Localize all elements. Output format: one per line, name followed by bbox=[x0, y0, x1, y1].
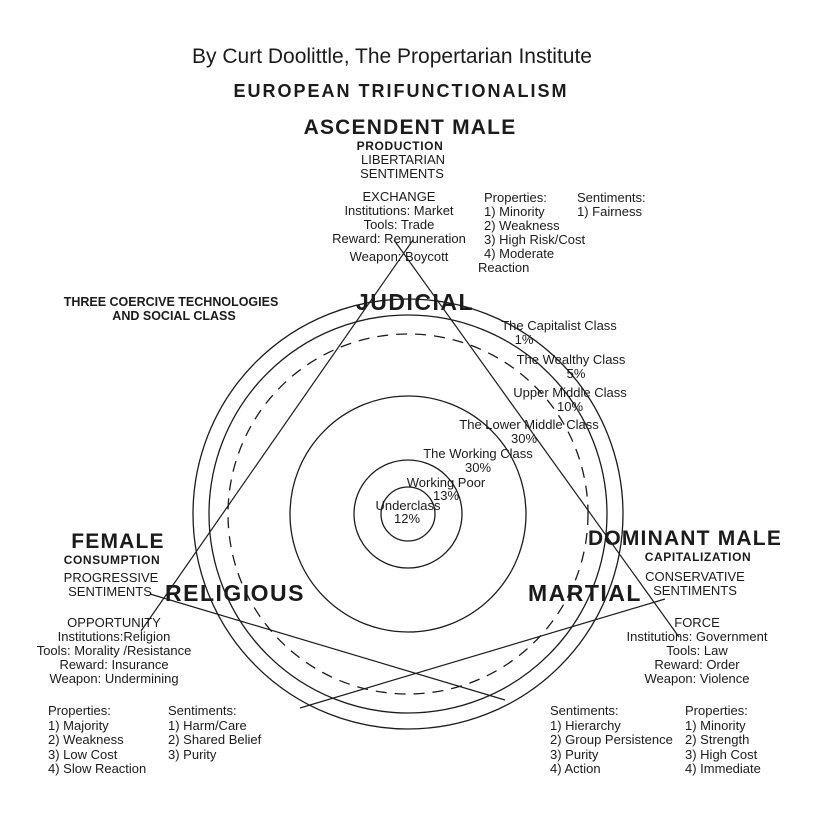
sentiment-item: 2) Group Persistence bbox=[550, 732, 673, 747]
class-pct: 30% bbox=[510, 431, 538, 446]
sentiment-item: 1) Harm/Care bbox=[168, 717, 247, 733]
ring-wealthy-class bbox=[208, 314, 608, 714]
female-sentiments: Sentiments: 1) Harm/Care 2) Shared Belie… bbox=[168, 703, 262, 762]
technology-name: FORCE bbox=[674, 615, 720, 630]
legend-line1: THREE COERCIVE TECHNOLOGIES bbox=[63, 295, 279, 309]
properties-heading: Properties: bbox=[484, 190, 547, 205]
class-pct: 10% bbox=[556, 399, 584, 414]
ascendent-sentiment-line1: LIBERTARIAN bbox=[360, 152, 446, 167]
vertex-judicial: JUDICIAL bbox=[355, 289, 475, 315]
dominant-sentiments: Sentiments: 1) Hierarchy 2) Group Persis… bbox=[550, 703, 673, 777]
property-item: 1) Minority bbox=[685, 717, 746, 733]
archetype-female: FEMALE bbox=[71, 530, 165, 553]
function-production: PRODUCTION bbox=[356, 139, 444, 153]
page-title: EUROPEAN TRIFUNCTIONALISM bbox=[233, 81, 569, 101]
technology-weapon: Weapon: Undermining bbox=[49, 671, 179, 686]
technology-reward: Reward: Remuneration bbox=[332, 231, 466, 246]
technology-institutions: Institutions:Religion bbox=[57, 629, 171, 644]
archetype-ascendent-male: ASCENDENT MALE bbox=[303, 116, 517, 139]
class-pct: 1% bbox=[514, 332, 534, 347]
class-name: The Lower Middle Class bbox=[459, 417, 599, 432]
class-pct: 5% bbox=[566, 366, 586, 381]
dominant-properties: Properties: 1) Minority 2) Strength 3) H… bbox=[685, 703, 761, 777]
class-name: Upper Middle Class bbox=[513, 385, 627, 400]
class-name: The Working Class bbox=[423, 446, 533, 461]
sentiment-item: 1) Fairness bbox=[577, 204, 643, 219]
technology-exchange: EXCHANGE Institutions: Market Tools: Tra… bbox=[332, 190, 466, 264]
ring-working-poor bbox=[353, 459, 463, 569]
technology-name: OPPORTUNITY bbox=[67, 615, 161, 630]
technology-weapon: Weapon: Violence bbox=[644, 671, 750, 686]
legend-line2: AND SOCIAL CLASS bbox=[112, 309, 236, 323]
vertex-martial: MARTIAL bbox=[528, 580, 642, 606]
property-item: 4) Slow Reaction bbox=[48, 761, 147, 776]
technology-tools: Tools: Law bbox=[666, 643, 728, 658]
technology-tools: Tools: Morality /Resistance bbox=[36, 643, 192, 658]
technology-weapon: Weapon: Boycott bbox=[349, 249, 449, 264]
class-name: The Wealthy Class bbox=[516, 352, 626, 367]
property-item: 1) Majority bbox=[48, 717, 109, 733]
ring-capitalist-class bbox=[192, 298, 624, 730]
triangle-side-judicial-martial bbox=[393, 239, 680, 638]
property-item: 4) Moderate bbox=[484, 246, 555, 261]
vertex-religious: RELIGIOUS bbox=[164, 580, 306, 606]
property-item: 3) Low Cost bbox=[48, 746, 118, 762]
property-item: 3) High Cost bbox=[685, 746, 758, 762]
triangle-base-from-martial bbox=[299, 598, 666, 709]
sentiment-item: 4) Action bbox=[550, 761, 601, 776]
technology-opportunity: OPPORTUNITY Institutions:Religion Tools:… bbox=[37, 616, 192, 686]
archetype-dominant-male: DOMINANT MALE bbox=[587, 527, 783, 550]
technology-reward: Reward: Insurance bbox=[59, 657, 169, 672]
female-sentiment-line1: PROGRESSIVE bbox=[63, 570, 159, 585]
dominant-sentiment-line1: CONSERVATIVE bbox=[645, 569, 745, 584]
ascendent-sentiment-line2: SENTIMENTS bbox=[360, 166, 444, 181]
technology-force: FORCE Institutions: Government Tools: La… bbox=[627, 616, 768, 686]
property-item: 2) Strength bbox=[685, 732, 750, 747]
sentiments-heading: Sentiments: bbox=[577, 190, 646, 205]
class-name: Working Poor bbox=[406, 475, 486, 490]
function-consumption: CONSUMPTION bbox=[63, 553, 161, 567]
property-item: 2) Weakness bbox=[48, 732, 124, 747]
sentiment-item: 3) Purity bbox=[168, 746, 217, 762]
technology-reward: Reward: Order bbox=[654, 657, 740, 672]
female-properties: Properties: 1) Majority 2) Weakness 3) L… bbox=[48, 703, 147, 777]
technology-institutions: Institutions: Market bbox=[344, 203, 454, 218]
ascendent-sentiments: Sentiments: 1) Fairness bbox=[577, 191, 646, 219]
class-pct: 12% bbox=[393, 511, 421, 526]
female-sentiment-line2: SENTIMENTS bbox=[68, 584, 152, 599]
class-name: Underclass bbox=[375, 498, 441, 513]
triangle-base-from-religious bbox=[149, 593, 506, 701]
byline: By Curt Doolittle, The Propertarian Inst… bbox=[192, 45, 592, 68]
ring-working-class bbox=[289, 395, 527, 633]
sentiments-heading: Sentiments: bbox=[168, 703, 237, 718]
technology-tools: Tools: Trade bbox=[363, 217, 435, 232]
dominant-sentiment-line2: SENTIMENTS bbox=[653, 583, 737, 598]
technology-institutions: Institutions: Government bbox=[626, 629, 768, 644]
sentiment-item: 3) Purity bbox=[550, 746, 599, 762]
property-item: 4) Immediate bbox=[685, 761, 761, 776]
class-name: The Capitalist Class bbox=[501, 318, 617, 333]
property-item: 3) High Risk/Cost bbox=[484, 232, 586, 247]
sentiments-heading: Sentiments: bbox=[550, 703, 619, 718]
sentiment-item: 2) Shared Belief bbox=[168, 732, 262, 747]
property-item: 2) Weakness bbox=[484, 218, 560, 233]
ascendent-properties: Properties: 1) Minority 2) Weakness 3) H… bbox=[478, 190, 586, 275]
ring-upper-middle-dashed bbox=[227, 333, 589, 695]
function-capitalization: CAPITALIZATION bbox=[644, 550, 752, 564]
property-item: Reaction bbox=[478, 260, 530, 275]
properties-heading: Properties: bbox=[48, 703, 111, 718]
class-pct: 13% bbox=[432, 488, 460, 503]
property-item: 1) Minority bbox=[484, 204, 545, 219]
properties-heading: Properties: bbox=[685, 703, 748, 718]
triangle-side-judicial-religious bbox=[140, 239, 414, 632]
class-pct: 30% bbox=[464, 460, 492, 475]
sentiment-item: 1) Hierarchy bbox=[550, 717, 621, 733]
technology-name: EXCHANGE bbox=[362, 189, 436, 204]
ring-underclass bbox=[380, 486, 436, 542]
